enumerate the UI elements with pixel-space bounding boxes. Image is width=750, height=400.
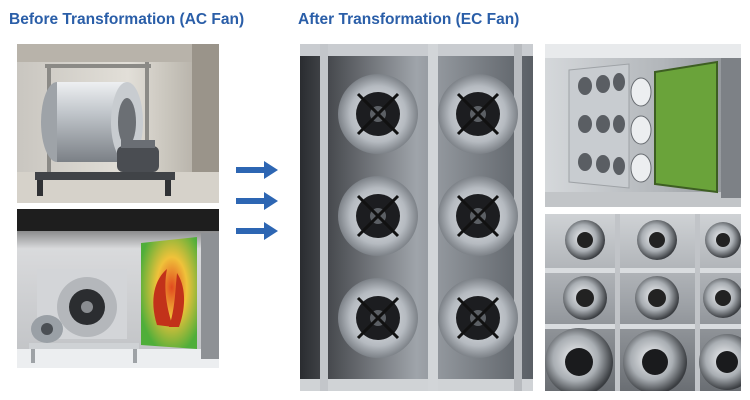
ac-centrifugal-fan-photo [17,209,219,368]
ec-fan-grid-filter-photo [545,44,741,207]
right-arrow-icon [236,222,278,240]
ec-fan-closeup-photo [545,214,741,391]
ac-fan-unit-photo [17,44,219,203]
right-arrow-icon [236,192,278,210]
ec-fan-array-photo [300,44,533,391]
before-heading: Before Transformation (AC Fan) [9,11,245,28]
right-arrow-icon [236,161,278,179]
after-heading: After Transformation (EC Fan) [298,11,520,28]
